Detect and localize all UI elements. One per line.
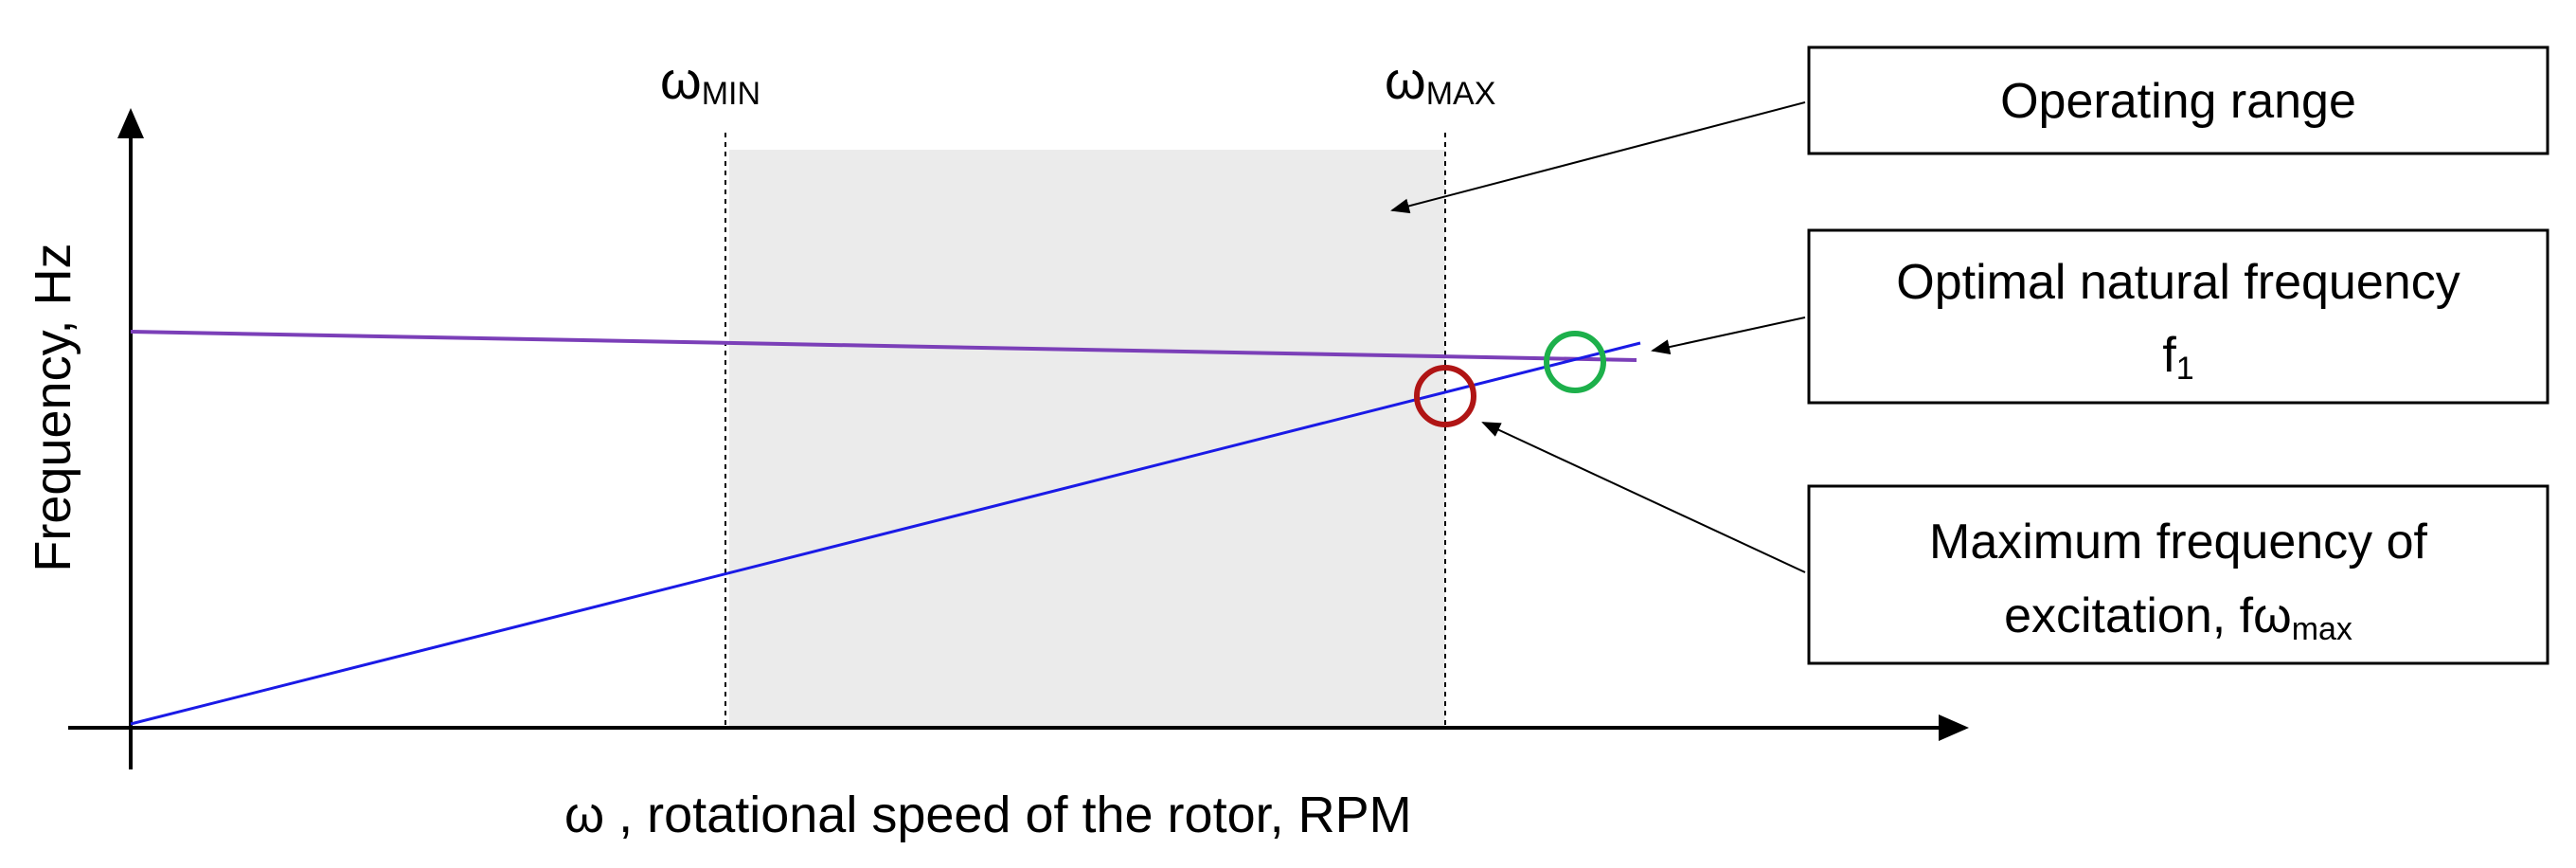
omega-max-symbol: ω xyxy=(1385,50,1426,110)
optimal-frequency-box-line2: f1 xyxy=(2162,328,2193,387)
operating-range-box xyxy=(1807,45,2549,155)
optimal-frequency-box-line1: Optimal natural frequency xyxy=(1896,255,2460,310)
x-axis-label: ω , rotational speed of the rotor, RPM xyxy=(564,787,1412,843)
omega-max-label: ωMAX xyxy=(1385,50,1495,112)
optimal-frequency-arrow xyxy=(1651,316,1806,354)
optimal-frequency-box xyxy=(1807,228,2549,405)
omega-min-symbol: ω xyxy=(660,50,702,110)
excitation-frequency-line xyxy=(130,341,1641,726)
max-excitation-box xyxy=(1807,484,2549,665)
optimal-frequency-subscript: 1 xyxy=(2176,351,2194,387)
max-excitation-box-line2: excitation, fωmax xyxy=(2004,588,2352,647)
max-excitation-point-circle xyxy=(1414,365,1476,427)
optimal-point-circle xyxy=(1544,331,1606,393)
max-excitation-arrow xyxy=(1481,422,1806,573)
max-excitation-symbol: excitation, fω xyxy=(2004,588,2292,643)
omega-max-subscript: MAX xyxy=(1426,76,1496,112)
natural-frequency-line xyxy=(130,330,1637,362)
optimal-frequency-symbol: f xyxy=(2162,328,2176,383)
max-excitation-subscript: max xyxy=(2292,611,2352,647)
max-excitation-box-line1: Maximum frequency of xyxy=(1929,515,2428,570)
operating-range-region xyxy=(729,150,1445,728)
operating-range-box-text: Operating range xyxy=(2000,74,2356,129)
operating-range-arrow xyxy=(1390,101,1806,214)
omega-min-label: ωMIN xyxy=(660,50,760,112)
y-axis-label: Frequency, Hz xyxy=(25,243,81,571)
omega-min-subscript: MIN xyxy=(702,76,760,112)
